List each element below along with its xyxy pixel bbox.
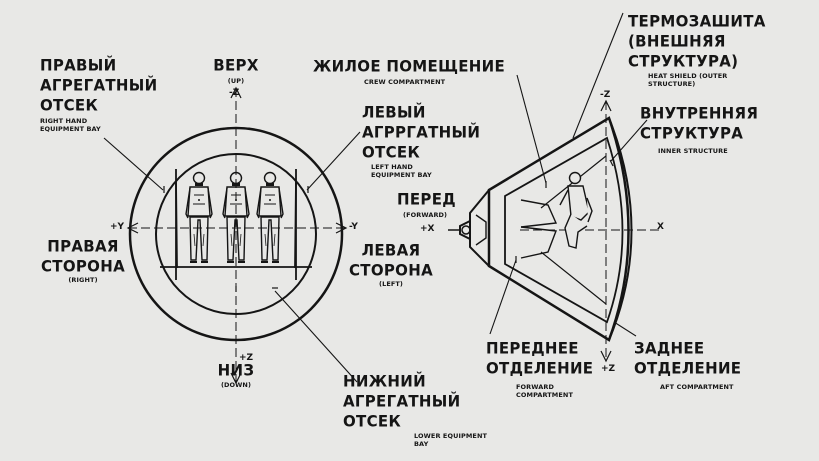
axis-label-plus-z: +Z [239, 353, 254, 363]
forward-caption: (FORWARD) [403, 211, 448, 219]
axis-label-x: X [657, 222, 664, 232]
aft-compartment-label: ЗАДНЕЕ ОТДЕЛЕНИЕ [634, 339, 741, 379]
leader-lines [103, 131, 361, 383]
axis-label-minus-y: -Y [349, 222, 358, 232]
seated-astronaut [559, 171, 593, 249]
lower-bay-label: НИЖНИЙ АГРЕГАТНЫЙ ОТСЕК [343, 372, 460, 432]
forward-compartment-caption-line2: COMPARTMENT [516, 391, 573, 399]
axis-label-plus-x: +X [420, 224, 435, 234]
forward-compartment-line1: ПЕРЕДНЕЕ [486, 339, 579, 358]
left-bay-caption-line2: EQUIPMENT BAY [371, 171, 432, 179]
forward-compartment-caption: FORWARD COMPARTMENT [516, 383, 573, 399]
left-bay-caption: LEFT HAND EQUIPMENT BAY [371, 163, 432, 179]
heat-shield-outline [487, 116, 630, 342]
bottom-caption: (DOWN) [220, 381, 252, 389]
astronaut-figure [256, 171, 284, 263]
front-view [103, 86, 361, 385]
left-side-line2: СТОРОНА [349, 260, 433, 280]
right-bay-line3: ОТСЕК [40, 95, 98, 115]
right-side-label: ПРАВАЯ СТОРОНА [32, 237, 134, 277]
lower-bay-caption-line2: BAY [414, 440, 429, 448]
axis-label-side-minus-z: -Z [600, 90, 611, 100]
right-bay-caption-line1: RIGHT HAND [40, 117, 88, 125]
right-bay-line1: ПРАВЫЙ [40, 56, 117, 75]
left-side-line1: ЛЕВАЯ [361, 241, 421, 260]
top-caption: (UP) [227, 77, 245, 85]
heat-shield-line1: ТЕРМОЗАШИТА [628, 12, 766, 31]
heat-shield-caption-line1: HEAT SHIELD (OUTER [648, 72, 728, 80]
crew-compartment-caption: CREW COMPARTMENT [364, 78, 446, 86]
lower-bay-caption-line1: LOWER EQUIPMENT [414, 432, 488, 440]
bottom-label: НИЗ [217, 361, 255, 380]
left-bay-line1: ЛЕВЫЙ [362, 103, 426, 122]
aft-compartment-line2: ОТДЕЛЕНИЕ [634, 358, 742, 378]
inner-structure-line2: СТРУКТУРА [640, 123, 744, 143]
forward-compartment-label: ПЕРЕДНЕЕ ОТДЕЛЕНИЕ [486, 339, 593, 379]
axis-label-side-plus-z: +Z [601, 364, 616, 374]
right-side-caption: (RIGHT) [68, 276, 98, 284]
heat-shield-line2: (ВНЕШНЯЯ [628, 31, 726, 51]
side-view [448, 12, 663, 363]
lower-bay-caption: LOWER EQUIPMENT BAY [414, 432, 487, 448]
right-side-line2: СТОРОНА [41, 256, 125, 276]
axis-label-plus-y: +Y [110, 222, 125, 232]
right-bay-line2: АГРЕГАТНЫЙ [40, 75, 158, 95]
heat-shield-caption: HEAT SHIELD (OUTER STRUCTURE) [648, 72, 727, 88]
left-side-caption: (LEFT) [379, 280, 403, 288]
forward-label: ПЕРЕД [397, 190, 456, 209]
aft-compartment-line1: ЗАДНЕЕ [634, 339, 705, 358]
lower-bay-line2: АГРЕГАТНЫЙ [343, 391, 461, 411]
lower-bay-line3: ОТСЕК [343, 411, 401, 431]
right-bay-label: ПРАВЫЙ АГРЕГАТНЫЙ ОТСЕК [40, 56, 157, 116]
forward-compartment-line2: ОТДЕЛЕНИЕ [486, 358, 594, 378]
leader-lines [489, 12, 648, 337]
left-bay-caption-line1: LEFT HAND [371, 163, 413, 171]
aft-compartment-caption: AFT COMPARTMENT [660, 383, 734, 391]
left-bay-label: ЛЕВЫЙ АГРРГАТНЫЙ ОТСЕК [362, 103, 480, 163]
right-bay-caption-line2: EQUIPMENT BAY [40, 125, 101, 133]
left-bay-line2: АГРРГАТНЫЙ [362, 122, 481, 142]
lower-bay-line1: НИЖНИЙ [343, 372, 426, 391]
inner-structure-line1: ВНУТРЕННЯЯ [640, 104, 759, 123]
heat-shield-label: ТЕРМОЗАШИТА (ВНЕШНЯЯ СТРУКТУРА) [628, 12, 766, 72]
left-bay-line3: ОТСЕК [362, 142, 420, 162]
tunnel [520, 199, 558, 228]
astronauts [185, 171, 284, 263]
heat-shield-caption-line2: STRUCTURE) [648, 80, 696, 88]
axis-label-minus-z: -Z [229, 88, 240, 98]
right-side-line1: ПРАВАЯ [47, 237, 119, 256]
right-bay-caption: RIGHT HAND EQUIPMENT BAY [40, 117, 101, 133]
inner-structure-caption: INNER STRUCTURE [658, 147, 728, 155]
left-side-label: ЛЕВАЯ СТОРОНА [340, 241, 442, 281]
inner-structure-label: ВНУТРЕННЯЯ СТРУКТУРА [640, 104, 758, 144]
inner-structure-outline [504, 136, 624, 324]
heat-shield-line3: СТРУКТУРА) [628, 51, 739, 71]
forward-compartment-caption-line1: FORWARD [516, 383, 554, 391]
crew-compartment-label: ЖИЛОЕ ПОМЕЩЕНИЕ [313, 57, 506, 76]
top-label: ВЕРХ [213, 56, 259, 75]
astronaut-figure [185, 171, 213, 263]
